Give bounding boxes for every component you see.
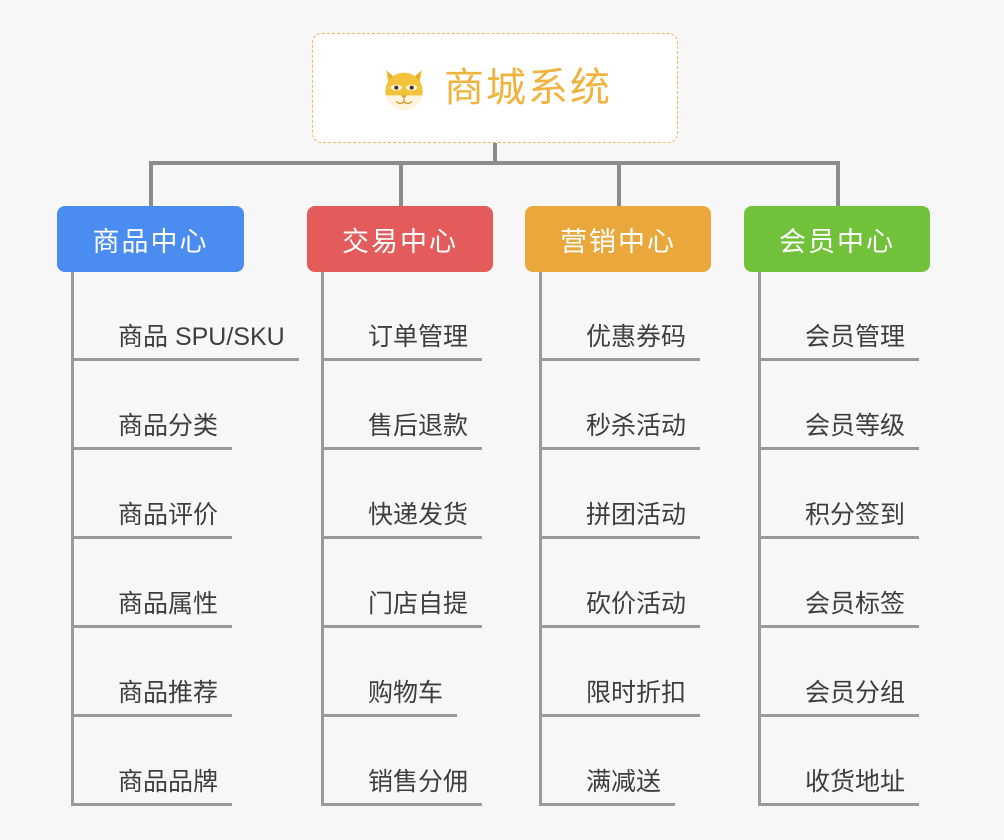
leaf-label: 商品推荐 [73,679,233,717]
list-item[interactable]: 会员管理 [760,272,954,361]
leaf-label: 订单管理 [323,323,483,361]
category-header-product-center[interactable]: 商品中心 [57,206,244,272]
leaf-list-marketing-center: 优惠券码 秒杀活动 拼团活动 砍价活动 限时折扣 满减送 [539,272,735,806]
connector-drop-marketing-center [617,161,621,207]
leaf-label: 砍价活动 [541,590,701,628]
list-item[interactable]: 积分签到 [760,450,954,539]
list-item[interactable]: 商品分类 [73,361,287,450]
list-item[interactable]: 砍价活动 [541,539,735,628]
list-item[interactable]: 快递发货 [323,450,517,539]
shiba-dog-face-icon [385,70,423,110]
leaf-label: 限时折扣 [541,679,701,717]
category-label: 商品中心 [92,226,209,257]
leaf-label: 会员分组 [760,679,920,717]
leaf-label: 收货地址 [760,768,920,806]
list-item[interactable]: 会员等级 [760,361,954,450]
leaf-label: 积分签到 [760,501,920,539]
column-product-center: 商品中心 商品 SPU/SKU 商品分类 商品评价 商品属性 商品推荐 商品品牌 [57,206,299,806]
list-item[interactable]: 优惠券码 [541,272,735,361]
connector-drop-member-center [836,161,840,207]
connector-stem [493,143,497,165]
list-item[interactable]: 满减送 [541,717,735,806]
leaf-label: 购物车 [323,679,458,717]
list-item[interactable]: 销售分佣 [323,717,517,806]
leaf-label: 秒杀活动 [541,412,701,450]
list-item[interactable]: 购物车 [323,628,517,717]
list-item[interactable]: 门店自提 [323,539,517,628]
list-item[interactable]: 商品 SPU/SKU [74,272,299,361]
list-item[interactable]: 秒杀活动 [541,361,735,450]
leaf-list-member-center: 会员管理 会员等级 积分签到 会员标签 会员分组 收货地址 [758,272,954,806]
leaf-list-product-center: 商品 SPU/SKU 商品分类 商品评价 商品属性 商品推荐 商品品牌 [71,272,299,806]
connector-drop-product-center [149,161,153,207]
root-node-label: 商城系统 [444,66,612,110]
leaf-label: 商品品牌 [73,768,233,806]
list-item[interactable]: 拼团活动 [541,450,735,539]
list-item[interactable]: 售后退款 [323,361,517,450]
root-node[interactable]: 商城系统 [312,33,678,143]
leaf-label: 销售分佣 [323,768,483,806]
leaf-label: 商品属性 [73,590,233,628]
leaf-label: 会员标签 [760,590,920,628]
category-header-trade-center[interactable]: 交易中心 [307,206,493,272]
list-item[interactable]: 商品属性 [73,539,287,628]
leaf-label: 售后退款 [323,412,483,450]
leaf-label: 商品分类 [73,412,233,450]
category-label: 交易中心 [342,226,458,257]
leaf-label: 满减送 [541,768,676,806]
category-header-marketing-center[interactable]: 营销中心 [525,206,711,272]
leaf-label: 门店自提 [323,590,483,628]
leaf-label: 会员等级 [760,412,920,450]
list-item[interactable]: 商品评价 [73,450,287,539]
list-item[interactable]: 商品推荐 [73,628,287,717]
leaf-label: 拼团活动 [541,501,701,539]
list-item[interactable]: 商品品牌 [73,717,287,806]
list-item[interactable]: 限时折扣 [541,628,735,717]
list-item[interactable]: 会员标签 [760,539,954,628]
category-header-member-center[interactable]: 会员中心 [744,206,930,272]
column-member-center: 会员中心 会员管理 会员等级 积分签到 会员标签 会员分组 收货地址 [744,206,954,806]
category-label: 会员中心 [779,226,895,257]
leaf-label: 快递发货 [323,501,483,539]
list-item[interactable]: 收货地址 [760,717,954,806]
leaf-label: 商品评价 [73,501,233,539]
list-item[interactable]: 会员分组 [760,628,954,717]
category-label: 营销中心 [560,226,676,257]
leaf-label: 会员管理 [760,323,920,361]
column-marketing-center: 营销中心 优惠券码 秒杀活动 拼团活动 砍价活动 限时折扣 满减送 [525,206,735,806]
list-item[interactable]: 订单管理 [323,272,517,361]
leaf-list-trade-center: 订单管理 售后退款 快递发货 门店自提 购物车 销售分佣 [321,272,517,806]
connector-drop-trade-center [399,161,403,207]
leaf-label: 商品 SPU/SKU [74,323,299,361]
connector-bus [149,161,840,165]
column-trade-center: 交易中心 订单管理 售后退款 快递发货 门店自提 购物车 销售分佣 [307,206,517,806]
leaf-label: 优惠券码 [541,323,701,361]
